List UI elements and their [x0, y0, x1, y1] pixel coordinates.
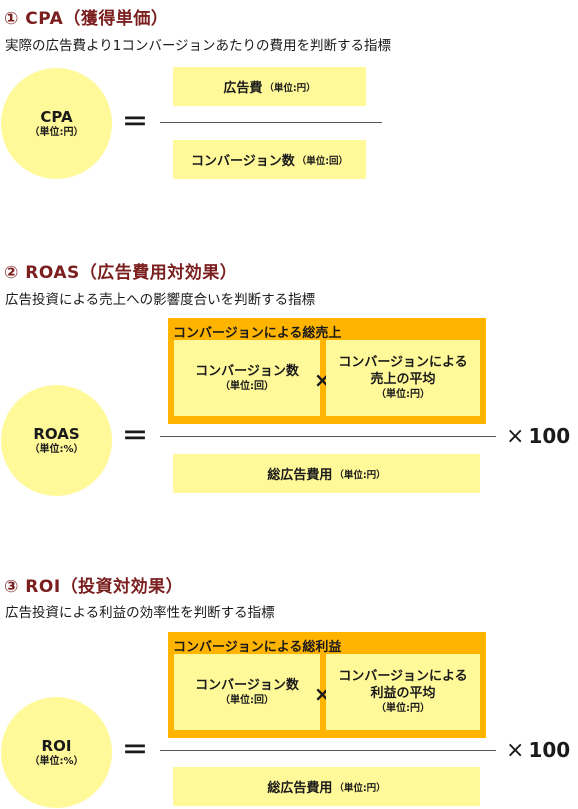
roi-conversions-unit: （単位:回）: [220, 694, 274, 706]
roas-average-sales-box: コンバージョンによる 売上の平均 （単位:円）: [326, 340, 480, 416]
roi-conversions-box: コンバージョン数 （単位:回）: [174, 654, 320, 730]
roas-conversions-unit: （単位:回）: [220, 380, 274, 392]
roi-circle-title: ROI: [41, 737, 72, 755]
cpa-circle: CPA （単位:円）: [1, 68, 112, 179]
roas-equals-sign: ＝: [122, 422, 149, 452]
roi-fraction-line: [160, 750, 496, 751]
roi-average-profit-unit: （単位:円）: [376, 703, 430, 714]
cpa-circle-unit: （単位:円）: [29, 127, 84, 138]
cpa-denominator-unit: （単位:回）: [296, 155, 349, 167]
cpa-equals-sign: ＝: [122, 108, 149, 138]
roas-average-sales-unit: （単位:円）: [376, 389, 430, 400]
roi-circle-unit: （単位:%）: [29, 756, 84, 767]
roi-times-icon: ×: [506, 738, 525, 763]
roi-average-profit-line2: 利益の平均: [370, 686, 436, 701]
roi-description: 広告投資による利益の効率性を判断する指標: [5, 605, 275, 621]
roas-fraction-line: [160, 436, 496, 437]
roi-multiplier: 100: [528, 738, 571, 762]
roas-average-sales-line2: 売上の平均: [370, 372, 436, 387]
cpa-description: 実際の広告費より1コンバージョンあたりの費用を判断する指標: [5, 38, 392, 54]
cpa-denominator-box: コンバージョン数（単位:回）: [173, 140, 366, 179]
cpa-fraction-line: [160, 122, 382, 123]
roi-conversions-label: コンバージョン数: [195, 677, 299, 693]
roi-denominator-box: 総広告費用（単位:円）: [173, 767, 480, 806]
roi-denominator-unit: （単位:円）: [334, 782, 386, 794]
roas-heading: ② ROAS（広告費用対効果）: [4, 263, 238, 283]
roas-conversions-box: コンバージョン数 （単位:回）: [174, 340, 320, 416]
roi-equals-sign: ＝: [122, 736, 149, 766]
roi-average-profit-line1: コンバージョンによる: [338, 669, 468, 684]
roas-times-icon: ×: [506, 424, 525, 449]
cpa-numerator-label: 広告費: [223, 81, 263, 96]
roas-total-sales-box: コンバージョンによる総売上 コンバージョン数 （単位:回） × コンバージョンに…: [168, 318, 486, 424]
roi-total-profit-box: コンバージョンによる総利益 コンバージョン数 （単位:回） × コンバージョンに…: [168, 632, 486, 738]
cpa-numerator-box: 広告費（単位:円）: [173, 67, 366, 106]
roas-circle: ROAS （単位:%）: [1, 385, 112, 496]
roi-denominator-label: 総広告費用: [267, 781, 333, 796]
roi-total-profit-label: コンバージョンによる総利益: [173, 640, 342, 655]
roas-denominator-label: 総広告費用: [267, 468, 333, 483]
roas-total-sales-label: コンバージョンによる総売上: [173, 326, 342, 341]
roas-average-sales-line1: コンバージョンによる: [338, 355, 468, 370]
roi-circle: ROI （単位:%）: [1, 697, 112, 808]
roas-conversions-label: コンバージョン数: [195, 363, 299, 379]
roi-heading: ③ ROI（投資対効果）: [4, 577, 184, 597]
roas-circle-unit: （単位:%）: [29, 444, 84, 455]
cpa-numerator-unit: （単位:円）: [264, 82, 316, 94]
roas-circle-title: ROAS: [33, 425, 80, 443]
cpa-denominator-label: コンバージョン数: [190, 154, 295, 169]
roas-denominator-unit: （単位:円）: [334, 469, 386, 481]
roas-multiplier: 100: [528, 424, 571, 448]
roas-times-100: ×100: [506, 424, 570, 449]
cpa-circle-title: CPA: [40, 108, 73, 126]
cpa-heading: ① CPA（獲得単価）: [4, 9, 169, 29]
roi-times-100: ×100: [506, 738, 570, 763]
roas-denominator-box: 総広告費用（単位:円）: [173, 454, 480, 493]
roas-description: 広告投資による売上への影響度合いを判断する指標: [5, 292, 316, 308]
roi-average-profit-box: コンバージョンによる 利益の平均 （単位:円）: [326, 654, 480, 730]
